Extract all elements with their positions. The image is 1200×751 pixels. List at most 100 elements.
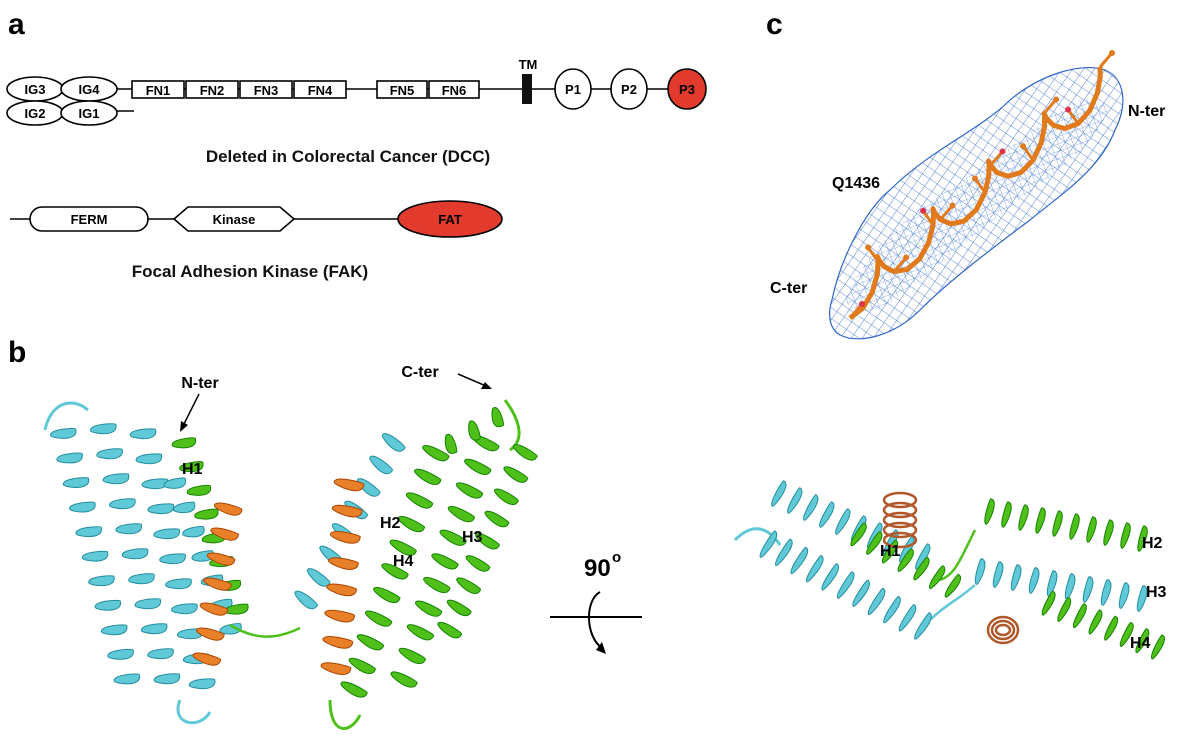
green-helix-turn xyxy=(373,587,401,604)
green-helix-turn xyxy=(356,634,385,651)
kinase-label: Kinase xyxy=(213,212,256,227)
b-h1-label: H1 xyxy=(182,461,203,478)
p2-label: P2 xyxy=(621,82,637,97)
green-helix-turn xyxy=(503,466,529,483)
atom xyxy=(1109,50,1115,56)
side-chain xyxy=(939,204,954,221)
atom xyxy=(949,202,956,209)
orange-helix-ring xyxy=(994,623,1012,637)
p3-domain xyxy=(667,68,707,110)
cyan-helix-turn xyxy=(56,452,83,464)
residue-label: Q1436 xyxy=(832,175,880,192)
green-helix-turn xyxy=(437,621,463,639)
green-helix-turn xyxy=(850,522,867,547)
atom xyxy=(1020,143,1027,150)
orange-helix-turn xyxy=(324,609,356,623)
green-helix-turn xyxy=(1104,615,1118,641)
ferm-label: FERM xyxy=(71,212,108,227)
fn2-label: FN2 xyxy=(200,83,225,98)
orange-helix-ring xyxy=(882,491,918,509)
atom xyxy=(972,175,978,182)
orange-helix-turn xyxy=(331,504,363,518)
p3-label: P3 xyxy=(679,82,695,97)
cyan-helix-turn xyxy=(69,501,96,513)
green-helix-turn xyxy=(1151,634,1165,660)
cyan-helix-turn xyxy=(803,494,819,521)
orange-helix-turn xyxy=(322,636,354,649)
green-helix-turn xyxy=(475,533,500,550)
green-helix-turn xyxy=(446,599,472,617)
atom xyxy=(903,254,910,261)
cyan-helix-turn xyxy=(109,498,136,510)
green-helix-turn xyxy=(364,610,393,627)
cyan-helix-turn xyxy=(787,487,803,514)
green-helix-turn xyxy=(397,516,426,533)
orange-helix-ring xyxy=(882,501,918,519)
orange-helix-turn xyxy=(210,527,240,541)
green-helix-turn xyxy=(465,555,491,572)
fat-domain xyxy=(397,200,503,238)
orange-helix-ring xyxy=(990,619,1016,641)
orange-helix-turn xyxy=(199,602,229,616)
fn2-domain xyxy=(185,80,239,99)
green-helix-turn xyxy=(913,556,930,581)
c-h3-label: H3 xyxy=(1146,584,1167,601)
rotation-value: 90 xyxy=(584,555,611,582)
orange-helix-turn xyxy=(333,478,365,492)
orange-helix-turn xyxy=(203,577,232,591)
b-nter-label: N-ter xyxy=(181,375,218,392)
green-helix-turn xyxy=(463,458,492,475)
cyan-helix-turn xyxy=(88,575,115,587)
ig1-label: IG1 xyxy=(79,106,100,121)
panel-a-letter: a xyxy=(8,8,25,41)
green-helix-turn xyxy=(484,510,510,528)
fn3-domain xyxy=(239,80,293,99)
fat-label: FAT xyxy=(438,212,462,227)
green-helix-turn xyxy=(390,671,418,688)
green-helix-turn xyxy=(186,484,211,496)
cyan-helix-turn xyxy=(102,473,130,485)
green-helix-turn xyxy=(944,573,961,598)
rotation-symbol: 90 o xyxy=(550,549,642,654)
cyan-helix-turn xyxy=(819,501,835,528)
fn4-domain xyxy=(293,80,347,99)
cyan-helix-turn xyxy=(1118,582,1130,609)
green-helix-turn xyxy=(340,681,368,698)
c-h4-label: H4 xyxy=(1130,635,1151,652)
green-helix-turn xyxy=(1135,628,1150,654)
cyan-helix-turn xyxy=(81,550,109,562)
green-helix-turn xyxy=(439,529,467,546)
p1-label: P1 xyxy=(565,82,581,97)
ferm-domain xyxy=(29,206,149,232)
orange-helix-ring xyxy=(882,531,918,549)
cyan-helix-turn xyxy=(140,623,168,635)
cyan-helix-turn xyxy=(159,553,186,565)
cyan-helix-turn xyxy=(188,678,216,690)
green-helix-turn xyxy=(493,488,519,506)
green-helix-turn xyxy=(381,563,409,580)
green-helix-turn xyxy=(1035,507,1046,534)
green-helix-turn xyxy=(1069,513,1080,540)
cyan-helix-turn xyxy=(790,546,809,575)
atom xyxy=(1065,106,1072,113)
green-helix-turn xyxy=(456,577,482,594)
rotation-degree-sign: o xyxy=(612,549,621,566)
cyan-helix-turn xyxy=(914,612,932,640)
green-helix-turn xyxy=(1119,621,1134,647)
cyan-helix-turn xyxy=(94,599,121,611)
b-h4-label: H4 xyxy=(393,553,414,570)
cyan-helix-turn xyxy=(90,423,117,435)
green-helix-turn xyxy=(1088,609,1103,635)
cyan-helix-turn xyxy=(153,528,180,540)
green-helix-turn xyxy=(444,433,458,454)
b-h2-label: H2 xyxy=(380,515,401,532)
cyan-helix-turn xyxy=(852,579,870,607)
green-helix-turn xyxy=(1072,603,1087,629)
green-helix-turn xyxy=(512,444,538,461)
cyan-helix-turn xyxy=(115,523,142,535)
green-helix-turn xyxy=(1041,590,1056,616)
green-helix-turn xyxy=(422,445,450,462)
c-cter-label: C-ter xyxy=(770,280,807,297)
cyan-helix-turn xyxy=(775,538,793,567)
